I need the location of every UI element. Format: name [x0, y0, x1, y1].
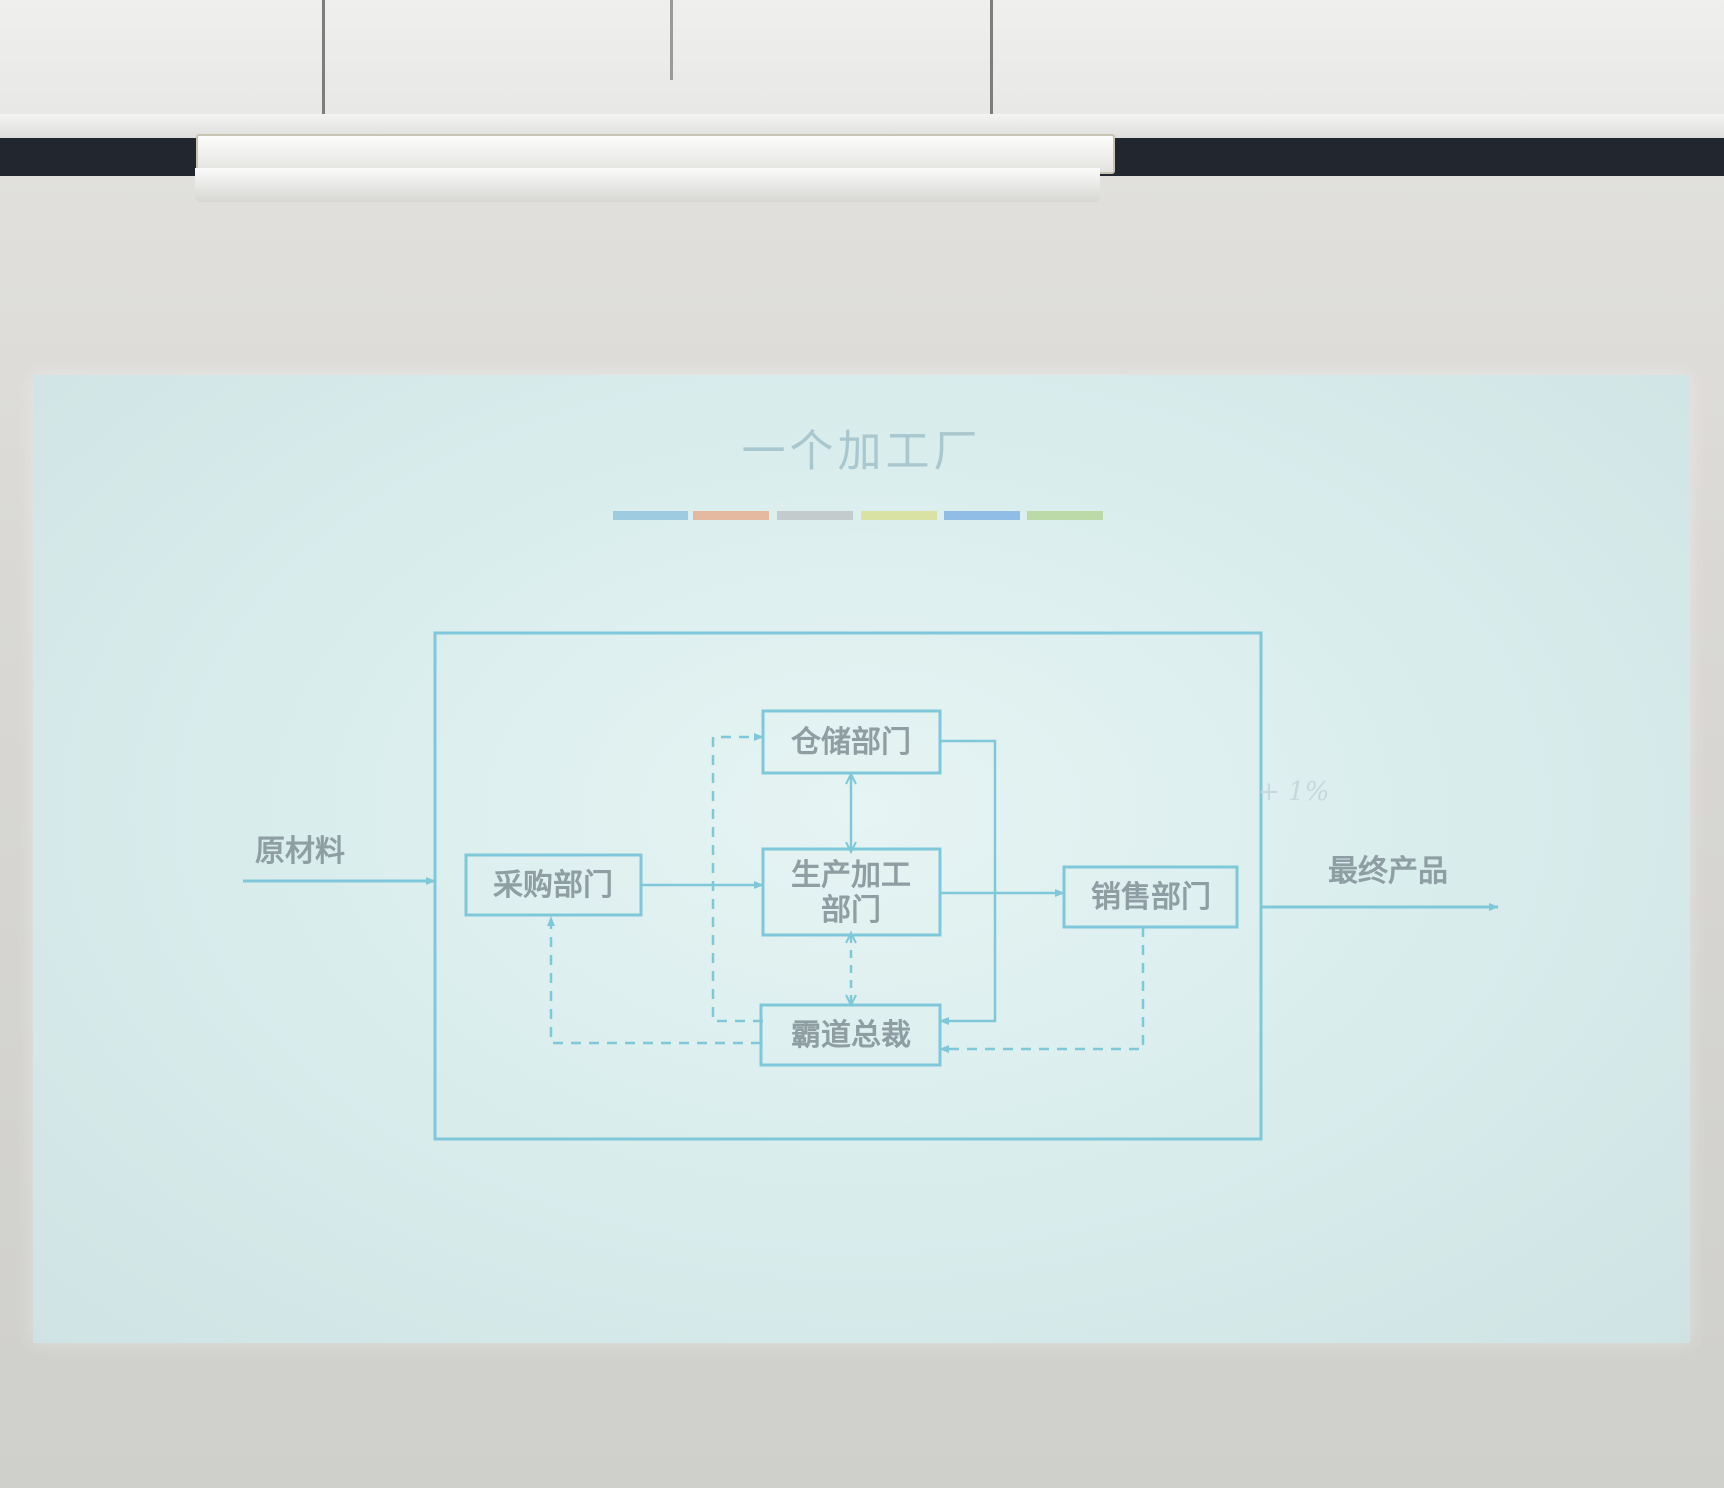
hanging-wire: [670, 0, 673, 80]
hanging-wire: [990, 0, 993, 136]
production-node: 生产加工 部门: [761, 847, 942, 937]
title-decor-bar: [693, 511, 769, 520]
sales-label: 销售部门: [1091, 880, 1211, 915]
ceo-to-warehouse-dashed: [711, 733, 764, 1023]
flow-diagram: 采购部门 仓储部门 生产加工 部门 销售部门 霸道总裁 原材料 最终产品 + 1…: [243, 631, 1499, 1141]
purchasing-label: 采购部门: [493, 868, 613, 903]
ceo-node: 霸道总裁: [759, 1003, 942, 1067]
sales-to-ceo-dashed: [939, 927, 1145, 1053]
warehouse-to-ceo-connector: [939, 739, 997, 1025]
warehouse-label: 仓储部门: [791, 725, 911, 760]
warehouse-node: 仓储部门: [761, 709, 942, 775]
output-label: 最终产品: [1328, 854, 1448, 889]
projected-slide: 一个加工厂 采购部门: [33, 375, 1690, 1343]
production-label-line2: 部门: [821, 893, 881, 928]
purchasing-node: 采购部门: [464, 853, 643, 917]
title-decor-bar: [861, 511, 937, 520]
ceo-label: 霸道总裁: [791, 1018, 911, 1053]
title-decor-bar: [613, 511, 688, 520]
ceo-to-purchasing-dashed: [547, 916, 761, 1045]
title-decor-bar: [944, 511, 1020, 520]
factory-boundary: [433, 631, 1263, 1141]
slide-title: 一个加工厂: [741, 426, 982, 477]
hanging-wire: [322, 0, 325, 136]
ceiling-light-tube: [195, 168, 1100, 202]
input-label: 原材料: [255, 834, 345, 869]
sales-node: 销售部门: [1062, 865, 1239, 929]
title-decor-bar: [1027, 511, 1103, 520]
handwritten-note: + 1%: [1258, 777, 1329, 807]
production-label-line1: 生产加工: [791, 858, 911, 893]
title-decor-bar: [777, 511, 853, 520]
